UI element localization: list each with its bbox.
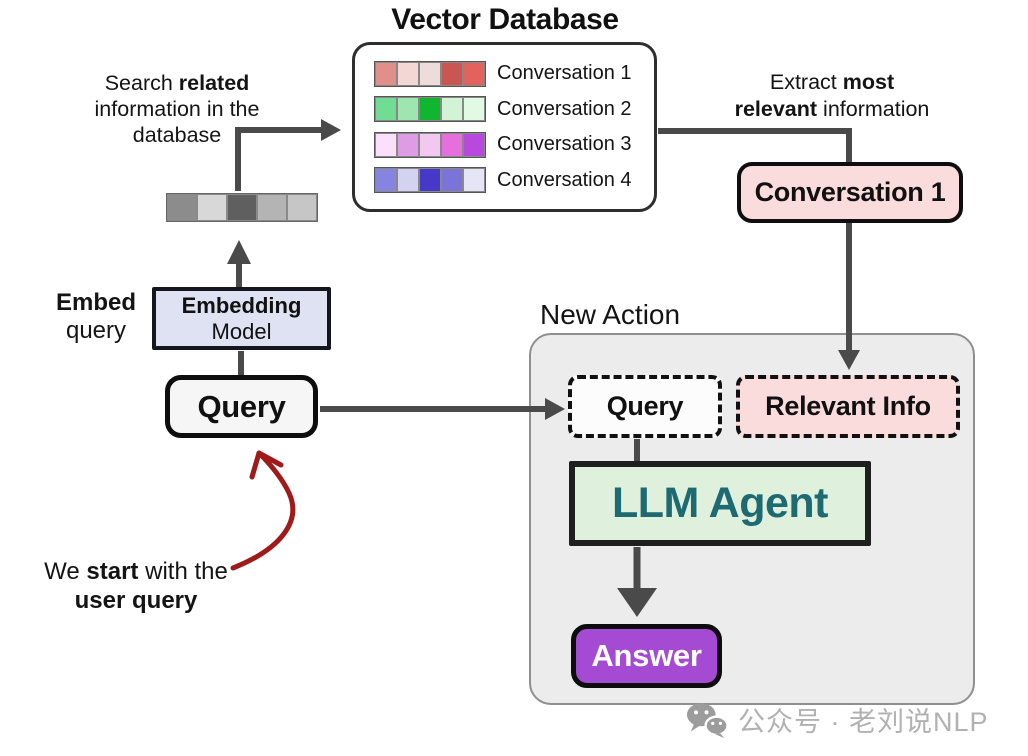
conversation-vector-strip xyxy=(374,167,486,194)
llm-agent-label: LLM Agent xyxy=(611,479,829,527)
vector-swatch xyxy=(375,132,397,157)
new-action-query-label: Query xyxy=(606,391,684,421)
vector-swatch xyxy=(397,97,419,122)
vector-swatch xyxy=(441,132,463,157)
extract-bold2: relevant xyxy=(734,97,818,121)
conversation-label: Conversation 4 xyxy=(497,168,632,191)
query-box-label: Query xyxy=(197,388,286,424)
relevant-info-label: Relevant Info xyxy=(765,391,931,421)
red-curved-arrow xyxy=(230,450,296,571)
new-action-label: New Action xyxy=(540,299,681,330)
conversation-vector-strip xyxy=(374,96,486,123)
vector-swatch xyxy=(463,168,485,193)
embedding-cell xyxy=(257,194,287,221)
start-bold1: start xyxy=(86,558,139,585)
vector-swatch xyxy=(375,61,397,86)
vector-swatch xyxy=(463,61,485,86)
vector-swatch xyxy=(419,97,441,122)
watermark-text: 公众号 · 老刘说NLP xyxy=(738,707,989,737)
start-annotation: We start with the user query xyxy=(25,557,247,615)
vector-swatch xyxy=(463,97,485,122)
vector-swatch xyxy=(463,132,485,157)
search-text-bold: related xyxy=(178,71,250,95)
query-box: Query xyxy=(165,375,318,438)
embed-up-arrowhead-icon xyxy=(227,240,251,264)
vector-db-row: Conversation 4 xyxy=(374,167,654,194)
vector-database-title: Vector Database xyxy=(391,3,619,36)
extract-annotation: Extract most relevant information xyxy=(718,69,946,123)
conversation-vector-strip xyxy=(374,60,486,87)
vector-swatch xyxy=(441,61,463,86)
vector-swatch xyxy=(375,97,397,122)
vector-swatch xyxy=(375,168,397,193)
relevant-info-box: Relevant Info xyxy=(736,375,960,438)
embedding-cell xyxy=(287,194,317,221)
search-arrowhead-icon xyxy=(321,119,341,141)
start-normal2: with the xyxy=(138,558,228,585)
vector-swatch xyxy=(397,61,419,86)
llm-agent-box: LLM Agent xyxy=(569,461,871,546)
start-normal1: We xyxy=(44,558,87,585)
conversation-label: Conversation 3 xyxy=(497,133,632,156)
vector-swatch xyxy=(441,168,463,193)
vector-db-row: Conversation 1 xyxy=(374,60,654,87)
extract-normal1: Extract xyxy=(769,70,843,94)
watermark: 公众号 · 老刘说NLP xyxy=(686,700,989,739)
embed-label-normal: query xyxy=(65,317,127,344)
extract-normal2: information xyxy=(817,97,930,121)
conversation-label: Conversation 1 xyxy=(497,62,632,85)
vector-db-row: Conversation 2 xyxy=(374,96,654,123)
embedding-cell xyxy=(167,194,197,221)
embed-query-label: Embed query xyxy=(40,289,152,345)
conversation-vector-strip xyxy=(374,131,486,158)
answer-box: Answer xyxy=(571,624,722,688)
red-arrowhead-icon xyxy=(249,450,284,480)
vector-swatch xyxy=(441,97,463,122)
embedding-box-line2: Model xyxy=(211,318,272,344)
vector-swatch xyxy=(397,132,419,157)
search-text-line2: information in the xyxy=(94,97,260,121)
start-bold2: user query xyxy=(74,587,198,614)
wechat-icon xyxy=(686,702,728,738)
search-text-line3: database xyxy=(132,123,222,147)
vector-swatch xyxy=(397,168,419,193)
new-action-query-box: Query xyxy=(568,375,722,438)
conversation-label: Conversation 2 xyxy=(497,97,632,120)
conversation1-label: Conversation 1 xyxy=(754,177,946,207)
answer-label: Answer xyxy=(591,638,702,673)
embedding-box-line1: Embedding xyxy=(181,292,302,318)
search-annotation: Search related information in the databa… xyxy=(61,70,293,148)
vector-db-row: Conversation 3 xyxy=(374,131,654,158)
vector-swatch xyxy=(419,132,441,157)
extract-bold1: most xyxy=(842,70,895,94)
embedding-cell xyxy=(197,194,227,221)
search-text-normal: Search xyxy=(104,71,179,95)
embed-label-bold: Embed xyxy=(55,289,136,316)
vector-swatch xyxy=(419,168,441,193)
embedding-model-box: Embedding Model xyxy=(152,287,331,350)
conversation1-result-box: Conversation 1 xyxy=(737,162,963,223)
vector-swatch xyxy=(419,61,441,86)
vector-database-box: Conversation 1 Conversation 2 Conversation… xyxy=(352,42,657,212)
query-embedding-strip xyxy=(166,193,318,222)
embedding-cell xyxy=(227,194,257,221)
